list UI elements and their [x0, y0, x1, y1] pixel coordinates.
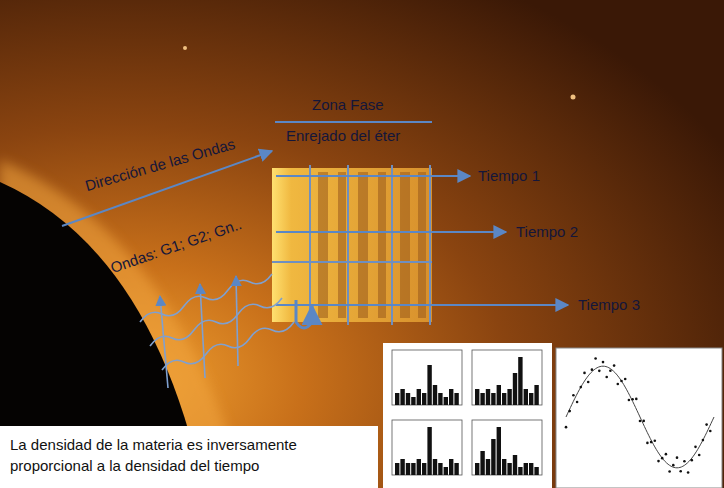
- zone-stripes: [318, 172, 426, 318]
- star-dot: [571, 95, 576, 100]
- wave-arrows: [160, 276, 238, 388]
- time-arrows: [276, 176, 568, 305]
- wave-lines: [140, 274, 294, 370]
- label-text: Tiempo 1: [478, 167, 540, 185]
- u-turn-arrow: [296, 300, 312, 328]
- label-text: Zona Fase: [312, 96, 384, 114]
- label-text: Enrejado del éter: [286, 127, 400, 145]
- histogram-bars: [392, 350, 542, 475]
- label-text: Tiempo 3: [578, 296, 640, 314]
- phase-zone: [272, 168, 432, 322]
- zone-bracket: [275, 121, 432, 123]
- sine-panel: [556, 348, 722, 488]
- histogram-panel: [383, 343, 552, 488]
- label-text: Tiempo 2: [516, 223, 578, 241]
- sine-plot: [565, 357, 714, 474]
- star-dot: [183, 46, 187, 50]
- caption-text: La densidad de la materia es inversament…: [0, 426, 378, 488]
